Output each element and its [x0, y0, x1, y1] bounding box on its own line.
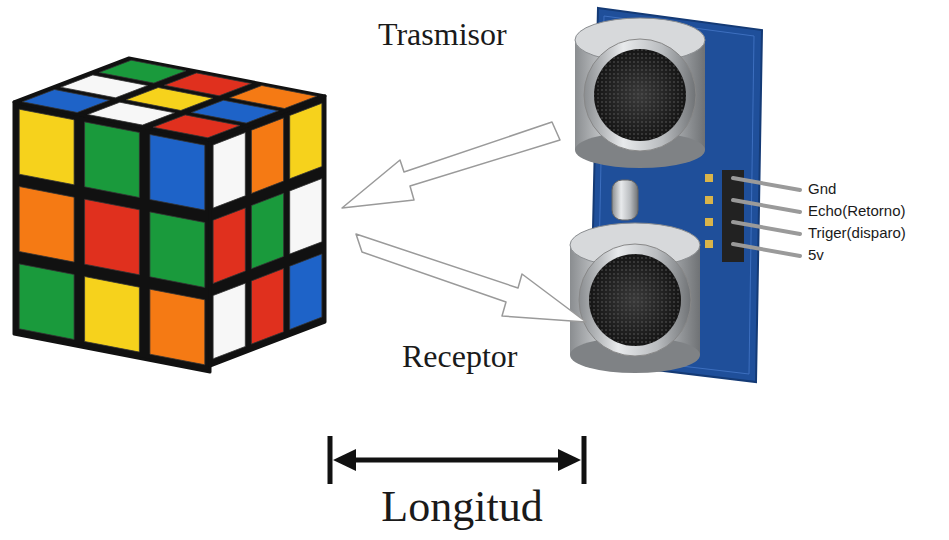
pin-name: 5v	[808, 246, 824, 263]
transmitter-label: Trasmisor	[378, 16, 507, 53]
cube-part	[85, 199, 140, 275]
cube-part	[150, 212, 205, 288]
cube-part	[14, 102, 210, 372]
pin-name: Triger(disparo)	[808, 224, 906, 241]
receiver-label: Receptor	[402, 338, 518, 375]
cube-part	[290, 254, 322, 330]
emit-arrow	[342, 122, 560, 208]
cube-part	[290, 179, 322, 255]
cube-part	[85, 122, 140, 198]
dimension-label: Longitud	[381, 482, 542, 533]
cube-part	[14, 58, 325, 140]
cube-part	[251, 269, 283, 345]
cube-part	[85, 277, 140, 353]
rubik-cube	[14, 58, 325, 372]
cube-part	[213, 208, 245, 284]
cube-part	[213, 133, 245, 209]
cube-part	[210, 96, 325, 366]
cube-part	[19, 187, 74, 263]
cube-part	[251, 118, 283, 194]
cube-part	[19, 264, 74, 340]
dimension-arrow	[330, 436, 584, 484]
cube-part	[251, 193, 283, 269]
cube-part	[213, 283, 245, 359]
cube-part	[88, 102, 175, 125]
cube-part	[150, 289, 205, 365]
ultrasonic-sensor	[570, 8, 800, 382]
pin-name: Gnd	[808, 180, 836, 197]
cube-part	[22, 90, 109, 113]
cube-part	[150, 135, 205, 211]
echo-arrow	[356, 234, 586, 322]
cube-part	[19, 109, 74, 185]
cube-part	[290, 103, 322, 179]
cube-part	[153, 115, 240, 138]
pin-name: Echo(Retorno)	[808, 202, 906, 219]
